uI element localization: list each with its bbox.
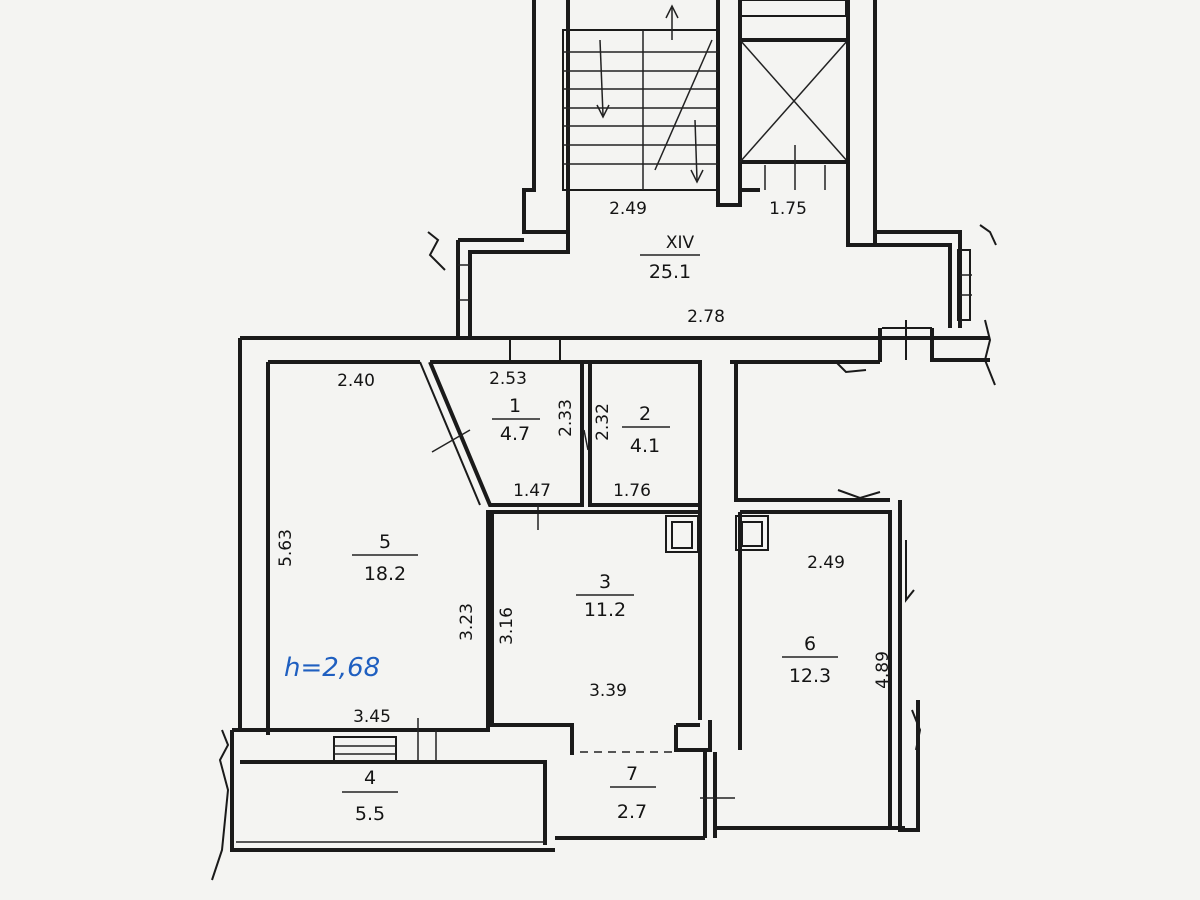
- room-5-area: 18.2: [364, 563, 406, 585]
- dim-room5-bottom: 3.45: [353, 707, 391, 727]
- dim-room3-side: 3.16: [497, 607, 517, 645]
- room-3-area: 11.2: [584, 599, 626, 621]
- hallway-xiv: [427, 224, 997, 338]
- hallway-area: 25.1: [649, 261, 691, 283]
- dim-room1-top: 2.53: [489, 369, 527, 389]
- dim-room6-length: 4.89: [873, 651, 893, 689]
- rooms-3-5: [268, 510, 712, 760]
- stairwell: [522, 0, 742, 234]
- dim-room6-width: 2.49: [807, 553, 845, 573]
- room-2-area: 4.1: [630, 435, 660, 457]
- stair-steps: [563, 4, 718, 184]
- dim-room5-width: 2.40: [337, 371, 375, 391]
- room-6-area: 12.3: [789, 665, 831, 687]
- elevator-shaft: [738, 0, 877, 247]
- room-7-id: 7: [626, 763, 638, 785]
- room-5-id: 5: [379, 531, 391, 553]
- dim-room1-side: 2.33: [556, 399, 576, 437]
- room-4-balcony: [211, 728, 555, 881]
- room-1-id: 1: [509, 395, 521, 417]
- dim-room5-inner: 3.23: [457, 603, 477, 641]
- room-4-id: 4: [364, 767, 376, 789]
- room-1-area: 4.7: [500, 423, 530, 445]
- dim-room2-bottom: 1.76: [613, 481, 651, 501]
- apartment-outline: [238, 319, 996, 735]
- room-7-area: 2.7: [617, 801, 647, 823]
- dim-room1-bottom: 1.47: [513, 481, 551, 501]
- room-6-7: [555, 361, 922, 840]
- room-4-area: 5.5: [355, 803, 385, 825]
- dim-stair-width: 2.49: [609, 199, 647, 219]
- hallway-id: XIV: [666, 233, 695, 253]
- ceiling-height-note: h=2,68: [284, 653, 380, 683]
- labels: XIV 25.1 1 4.7 2 4.1 3 11.2 4 5.5 5 18.2…: [276, 199, 893, 825]
- room-2-id: 2: [639, 403, 651, 425]
- dim-room2-side: 2.32: [593, 403, 613, 441]
- dim-room5-length: 5.63: [276, 529, 296, 567]
- dim-elevator-width: 1.75: [769, 199, 807, 219]
- rooms-1-2: [419, 361, 700, 530]
- dim-hall-length: 2.78: [687, 307, 725, 327]
- dim-room3-width: 3.39: [589, 681, 627, 701]
- room-6-id: 6: [804, 633, 816, 655]
- room-3-id: 3: [599, 571, 611, 593]
